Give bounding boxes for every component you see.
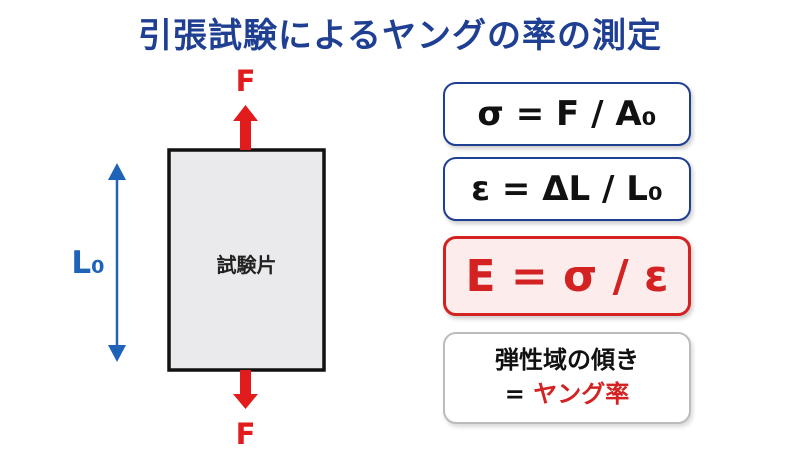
youngs-modulus-formula-box: E = σ / ε (443, 236, 691, 316)
page-title: 引張試験によるヤングの率の測定 (138, 16, 662, 56)
slope-note-line1: 弾性域の傾き (495, 346, 639, 375)
stress-formula-box: σ = F / A₀ (443, 82, 691, 146)
slope-note-prefix: = (504, 380, 534, 408)
strain-formula: ε = ΔL / L₀ (471, 169, 663, 209)
slope-note-highlight: ヤング率 (533, 380, 630, 408)
bottom-force-label: F (236, 417, 256, 450)
top-force-label: F (236, 64, 256, 98)
specimen-label: 試験片 (217, 253, 277, 277)
specimen (167, 148, 326, 372)
length-label: L₀ (71, 245, 104, 281)
strain-formula-box: ε = ΔL / L₀ (443, 157, 691, 221)
slope-note-box: 弾性域の傾き = ヤング率 (443, 332, 691, 424)
bottom-force-arrow-icon (233, 370, 258, 409)
youngs-modulus-formula: E = σ / ε (465, 250, 669, 302)
stress-formula: σ = F / A₀ (477, 94, 657, 134)
slope-note-line2: = ヤング率 (505, 378, 629, 412)
length-dimension-arrow-icon (108, 163, 126, 362)
top-force-arrow-icon (233, 105, 258, 150)
